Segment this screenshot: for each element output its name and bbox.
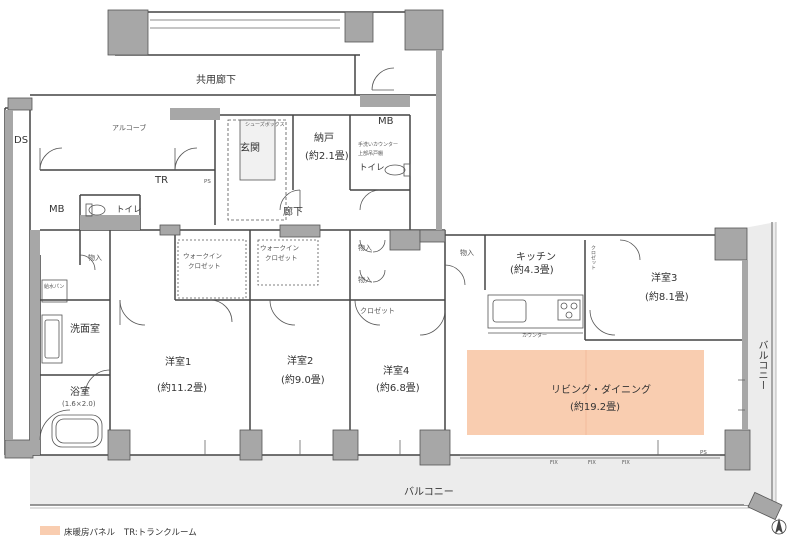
counter-label: カウンター <box>522 333 548 339</box>
legend-heating-swatch <box>40 526 60 535</box>
kitchen-label: キッチン <box>516 252 556 263</box>
fix-label-3: FIX <box>622 460 630 466</box>
monoire-4: 物入 <box>460 249 474 257</box>
wall-columns <box>4 9 783 521</box>
legend-tr-label: TR:トランクルーム <box>124 528 197 538</box>
ds-label: DS <box>14 135 29 146</box>
balcony-right-area <box>744 222 776 505</box>
legend-heating-label: 床暖房パネル <box>64 528 116 538</box>
room2-label: 洋室2 <box>287 356 314 367</box>
toilet-icon <box>384 164 406 176</box>
boiler-label: 給水パン <box>44 284 65 290</box>
mb-top-label: MB <box>378 116 394 127</box>
room4-label: 洋室4 <box>383 366 410 377</box>
balcony-bottom-area <box>30 455 752 505</box>
stove-icon <box>557 299 581 321</box>
room3-area-label: (約8.1畳) <box>645 292 689 303</box>
closet-vertical-label: クロゼット <box>590 245 596 270</box>
toilet-right-label: トイレ <box>359 163 385 173</box>
sink-counter-label: 手洗いカウンター <box>358 142 399 148</box>
living-label: リビング・ダイニング <box>551 385 651 396</box>
floor-heating-panel <box>467 350 704 435</box>
alcove-label: アルコーブ <box>112 124 147 132</box>
room1-label: 洋室1 <box>165 357 192 368</box>
room2-area-label: (約9.0畳) <box>281 375 325 386</box>
room3-label: 洋室3 <box>651 273 678 284</box>
fix-label-1: FIX <box>550 460 558 466</box>
storage-area-label: (約2.1畳) <box>305 151 349 162</box>
ps-small-label: PS <box>204 179 211 185</box>
walkin1-line2: クロゼット <box>188 262 221 270</box>
bathtub-icon <box>51 414 103 448</box>
kitchen-area-label: (約4.3畳) <box>510 265 554 276</box>
door-swing-icon <box>39 67 641 441</box>
ps-balcony-label: PS <box>700 450 707 456</box>
hallway-label: 廊下 <box>283 207 303 218</box>
walkin2-line2: クロゼット <box>265 254 298 262</box>
bath-label: 浴室 <box>70 387 90 398</box>
room4-area-label: (約6.8畳) <box>376 383 420 394</box>
toilet-left-label: トイレ <box>116 205 142 215</box>
mb-left-label: MB <box>49 204 65 215</box>
room1-area-label: (約11.2畳) <box>157 383 208 394</box>
walkin2-line1: ウォークイン <box>260 244 299 252</box>
sink-icon <box>492 299 527 323</box>
shelf-label-right: 上部吊戸棚 <box>358 151 384 157</box>
north-arrow-icon <box>771 518 787 535</box>
tr-label: TR <box>155 175 169 186</box>
genkan-label: 玄関 <box>240 143 260 154</box>
monoire-2: 物入 <box>358 244 372 252</box>
storage-label: 納戸 <box>314 133 334 144</box>
walkin1-line1: ウォークイン <box>183 252 222 260</box>
living-area-label: (約19.2畳) <box>570 402 621 413</box>
balcony-bottom-label: バルコニー <box>404 487 454 498</box>
balcony-right-label: バルコニー <box>756 340 767 390</box>
common-corridor-label: 共用廊下 <box>196 75 236 86</box>
bath-size-label: (1.6×2.0) <box>62 400 96 408</box>
fix-label-2: FIX <box>588 460 596 466</box>
closet-label: クロゼット <box>360 307 395 315</box>
monoire-left: 物入 <box>88 254 102 262</box>
washroom-label: 洗面室 <box>70 324 100 335</box>
shoebox-label: シューズボックス <box>245 122 285 128</box>
monoire-3: 物入 <box>358 276 372 284</box>
